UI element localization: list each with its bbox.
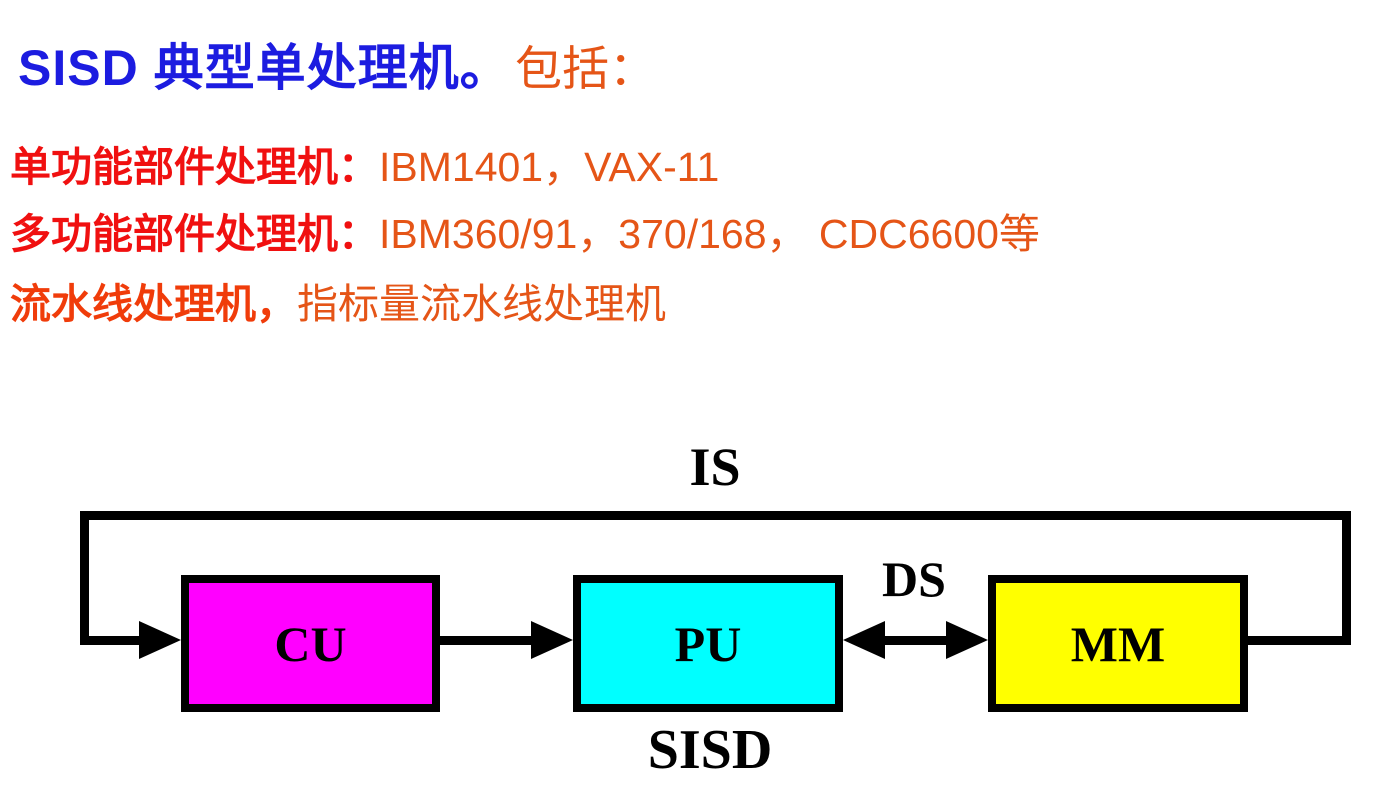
page-title: SISD 典型单处理机。 包括： — [18, 28, 656, 100]
text-line-single-function: 单功能部件处理机：IBM1401，VAX-11 — [10, 133, 719, 193]
mm-block-label: MM — [1070, 615, 1166, 672]
line-head: 单功能部件处理机： — [10, 144, 379, 190]
arrow-into-cu-arrowhead-icon — [139, 621, 181, 659]
is-bus-top-line — [80, 511, 1351, 520]
arrow-into-cu-shaft — [80, 636, 144, 645]
cu-block-label: CU — [274, 615, 347, 672]
line-head: 流水线处理机， — [10, 281, 297, 327]
line-body: 指标量流水线处理机 — [297, 281, 666, 327]
is-bus-left-line — [80, 511, 89, 645]
double-arrow-right-arrowhead-icon — [946, 621, 988, 659]
line-body: IBM1401，VAX-11 — [379, 144, 720, 190]
double-arrow-shaft — [876, 636, 956, 645]
mm-block: MM — [988, 575, 1248, 712]
cu-block: CU — [181, 575, 440, 712]
diagram-caption: SISD — [647, 719, 773, 781]
text-line-pipeline: 流水线处理机，指标量流水线处理机 — [10, 270, 666, 330]
pu-block: PU — [573, 575, 843, 712]
mm-to-bus-line — [1248, 636, 1351, 645]
arrow-cu-to-pu-arrowhead-icon — [531, 621, 573, 659]
line-head: 多功能部件处理机： — [10, 211, 379, 257]
title-suffix-text: 包括： — [515, 42, 657, 95]
title-main-text: SISD 典型单处理机。 — [18, 40, 511, 96]
line-body: IBM360/91，370/168， CDC6600等 — [379, 211, 1040, 257]
is-bus-right-line — [1342, 511, 1351, 645]
pu-block-label: PU — [674, 615, 742, 672]
arrow-cu-to-pu-shaft — [440, 636, 536, 645]
instruction-stream-label: IS — [689, 437, 741, 497]
text-line-multi-function: 多功能部件处理机：IBM360/91，370/168， CDC6600等 — [10, 200, 1040, 260]
data-stream-label: DS — [882, 551, 946, 607]
